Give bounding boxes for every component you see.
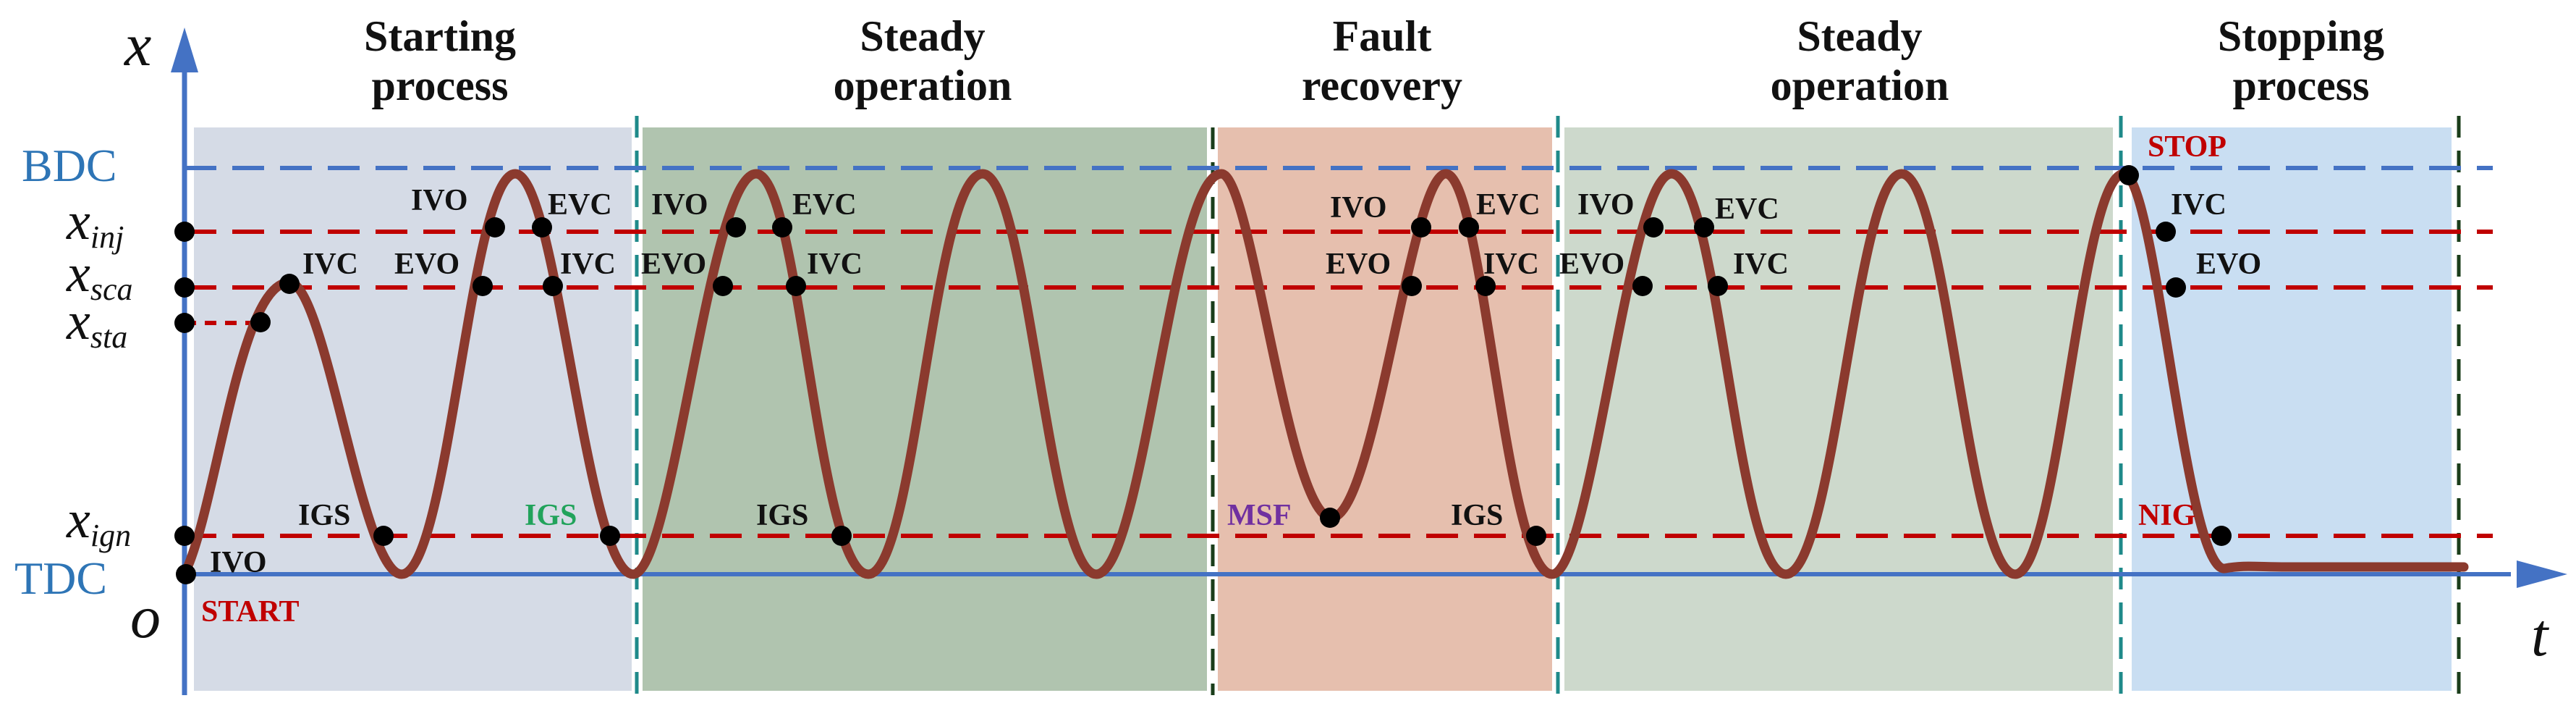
phase-title-steady2-line2: operation [1771,62,1949,109]
xsta-sub: sta [90,319,127,355]
x-axis-label: t [2531,602,2550,669]
label-start: START [201,595,299,629]
marker-evc-4 [1459,217,1479,238]
phase-title-starting-line2: process [372,62,509,109]
label-evc-4: EVC [1476,188,1541,222]
label-igs-1: IGS [298,499,350,532]
marker-ivo-3 [726,217,746,238]
label-ivo-2: IVO [411,184,468,217]
label-evo-3: EVO [641,248,706,281]
phase-band-starting [194,127,632,691]
label-evc-2: EVC [548,188,612,222]
label-igs-2: IGS [525,499,577,532]
phase-title-stopping-line1: Stopping [2218,12,2384,60]
xsca-main: x [66,244,90,303]
marker-ivo-2 [485,217,505,238]
marker-ivo-5 [1643,217,1664,238]
xsca-label: xsca [66,244,133,307]
marker-igs-2 [600,526,620,546]
phase-title-starting-line1: Starting [364,12,516,60]
label-igs-3: IGS [756,499,808,532]
label-nig: NIG [2138,499,2195,532]
xsta-label: xsta [66,292,127,355]
marker-ivc-4 [1475,276,1496,296]
phase-title-fault-line1: Fault [1333,12,1432,60]
xign-sub: ign [90,518,131,553]
label-evo-2: EVO [394,248,459,281]
marker-ivc-3 [786,276,806,296]
xsta-main: x [66,292,90,351]
label-evc-5: EVC [1715,193,1779,226]
marker-xsca-axis [174,277,195,298]
marker-ivc-6 [2156,222,2176,242]
xinj-label: xinj [66,192,124,255]
marker-evc-2 [532,217,552,238]
phase-band-stopping [2132,127,2452,691]
marker-evo-4 [1402,276,1422,296]
label-ivo-1: IVO [210,546,267,579]
marker-ivc-5 [1708,276,1728,296]
xsca-sub: sca [90,272,133,307]
marker-evc-3 [772,217,792,238]
marker-evc-5 [1694,217,1714,238]
marker-igs-1 [373,526,394,546]
event-markers [174,165,2232,584]
marker-xign-axis [174,526,195,546]
phase-titles: Starting process Steady operation Fault … [364,12,2384,109]
phase-dividers [635,116,2461,695]
x-axis-arrow [2517,560,2567,588]
label-evo-4: EVO [1326,248,1391,281]
event-labels: IVO START IVC IGS IVO EVC EVO IVC IGS IV… [201,130,2261,629]
marker-stop [2119,165,2139,185]
xign-main: x [66,490,90,550]
marker-nig [2211,526,2232,546]
xinj-sub: inj [90,219,124,255]
marker-start [176,564,196,584]
y-axis-arrow [171,28,198,72]
label-evc-3: EVC [792,188,857,222]
label-ivo-3: IVO [651,188,708,222]
marker-evo-6 [2166,277,2186,298]
marker-ivc-1 [279,274,300,294]
marker-evo-5 [1632,276,1653,296]
marker-igs-3 [831,526,852,546]
label-evo-5: EVO [1559,248,1624,281]
label-ivc-1: IVC [302,248,358,281]
phase-backgrounds [194,127,2452,691]
marker-igs-4 [1526,526,1546,546]
label-ivc-6: IVC [2171,188,2227,222]
label-evo-6: EVO [2196,248,2261,281]
axes [171,28,2567,695]
marker-xsta-curve [250,312,271,332]
label-stop: STOP [2148,130,2227,164]
xinj-main: x [66,192,90,251]
phase-title-stopping-line2: process [2233,62,2370,109]
marker-evo-2 [473,276,493,296]
phase-title-fault-line2: recovery [1302,62,1462,109]
label-ivc-5: IVC [1733,248,1789,281]
phase-title-steady1-line1: Steady [860,12,985,60]
phase-title-steady2-line1: Steady [1797,12,1922,60]
marker-ivc-2 [543,276,563,296]
label-ivc-2: IVC [560,248,616,281]
label-igs-4: IGS [1451,499,1503,532]
tdc-label: TDC [14,552,107,604]
marker-xinj-axis [174,222,195,242]
label-ivc-3: IVC [807,248,863,281]
y-axis-label: x [123,12,151,79]
origin-label: o [130,584,161,651]
xign-label: xign [66,490,131,553]
label-ivo-5: IVO [1577,188,1635,222]
label-ivo-4: IVO [1330,191,1387,224]
bdc-label: BDC [22,140,117,191]
marker-msf [1320,508,1340,528]
reference-lines [185,166,2511,576]
label-msf: MSF [1227,499,1292,532]
marker-evo-3 [713,276,733,296]
marker-ivo-4 [1411,217,1431,238]
phase-title-steady1-line2: operation [834,62,1012,109]
marker-xsta-axis [174,313,195,333]
label-ivc-4: IVC [1483,248,1539,281]
